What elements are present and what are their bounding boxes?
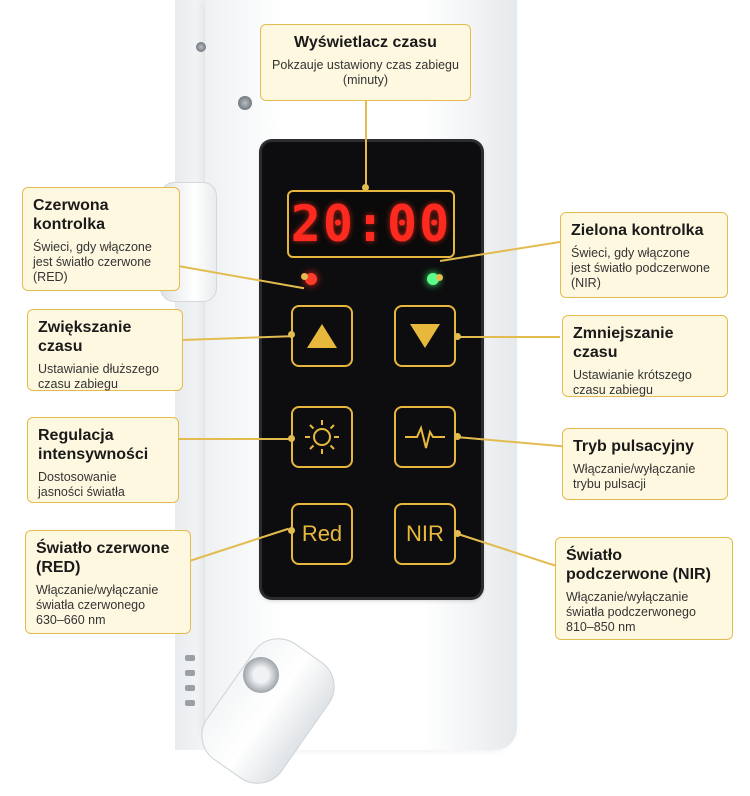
vent: [185, 655, 195, 661]
connector-dot: [362, 184, 369, 191]
vent: [185, 700, 195, 706]
vent: [185, 670, 195, 676]
callout-nir-light: Światło podczerwone (NIR) Włączanie/wyłą…: [555, 537, 733, 640]
red-indicator-led: [305, 273, 317, 285]
callout-time-up: Zwiększanie czasu Ustawianie dłuższego c…: [27, 309, 183, 391]
connector-dot: [454, 530, 461, 537]
callout-desc: Świeci, gdy włączone jest światło czerwo…: [33, 240, 152, 284]
product-diagram: 20:00 Red NIR: [22, 0, 733, 796]
callout-desc: Dostosowanie jasności światła: [38, 470, 125, 499]
connector-dot: [436, 274, 443, 281]
screw-icon: [196, 42, 206, 52]
nir-light-button[interactable]: NIR: [394, 503, 456, 565]
connector-dot: [288, 435, 295, 442]
callout-red-indicator: Czerwona kontrolka Świeci, gdy włączone …: [22, 187, 180, 291]
time-display: 20:00: [287, 190, 455, 258]
callout-green-indicator: Zielona kontrolka Świeci, gdy włączone j…: [560, 212, 728, 298]
callout-desc: Ustawianie dłuższego czasu zabiegu: [38, 362, 159, 391]
time-down-button[interactable]: [394, 305, 456, 367]
heartbeat-icon: [405, 424, 445, 449]
connector-dot: [454, 333, 461, 340]
callout-title: Światło czerwone (RED): [36, 540, 170, 576]
callout-pulse: Tryb pulsacyjny Włączanie/wyłączanie try…: [562, 428, 728, 500]
connector-dot: [288, 331, 295, 338]
time-up-button[interactable]: [291, 305, 353, 367]
callout-time-down: Zmniejszanie czasu Ustawianie krótszego …: [562, 315, 728, 397]
red-light-button-label: Red: [301, 521, 343, 546]
callout-desc: Włączanie/wyłączanie trybu pulsacji: [573, 462, 696, 491]
callout-desc: Pokzauje ustawiony czas zabiegu (minuty): [272, 58, 459, 87]
callout-desc: Włączanie/wyłączanie światła czerwonego …: [36, 583, 159, 627]
callout-desc: Ustawianie krótszego czasu zabiegu: [573, 368, 692, 397]
callout-red-light: Światło czerwone (RED) Włączanie/wyłącza…: [25, 530, 191, 634]
callout-time-display: Wyświetlacz czasu Pokzauje ustawiony cza…: [260, 24, 471, 101]
red-light-button[interactable]: Red: [291, 503, 353, 565]
callout-desc: Świeci, gdy włączone jest światło podcze…: [571, 246, 710, 290]
vent: [185, 685, 195, 691]
connector-dot: [301, 273, 308, 280]
connector-line: [456, 336, 560, 338]
callout-title: Regulacja intensywności: [38, 427, 149, 463]
stand-screw-icon: [243, 657, 279, 693]
callout-title: Tryb pulsacyjny: [573, 438, 694, 455]
connector-line: [178, 438, 293, 440]
connector-line: [365, 100, 367, 188]
connector-dot: [454, 433, 461, 440]
triangle-down-icon: [410, 324, 440, 348]
callout-title: Zwiększanie czasu: [38, 319, 132, 355]
time-display-value: 20:00: [290, 195, 452, 253]
pulse-mode-button[interactable]: [394, 406, 456, 468]
callout-intensity: Regulacja intensywności Dostosowanie jas…: [27, 417, 179, 503]
screw-icon: [238, 96, 252, 110]
sun-icon: [305, 420, 339, 454]
callout-title: Światło podczerwone (NIR): [566, 547, 711, 583]
triangle-up-icon: [307, 324, 337, 348]
intensity-button[interactable]: [291, 406, 353, 468]
callout-title: Wyświetlacz czasu: [294, 34, 437, 51]
callout-desc: Włączanie/wyłączanie światła podczerwone…: [566, 590, 696, 634]
connector-dot: [288, 527, 295, 534]
callout-title: Czerwona kontrolka: [33, 197, 109, 233]
callout-title: Zmniejszanie czasu: [573, 325, 674, 361]
nir-light-button-label: NIR: [406, 521, 444, 546]
callout-title: Zielona kontrolka: [571, 222, 704, 239]
